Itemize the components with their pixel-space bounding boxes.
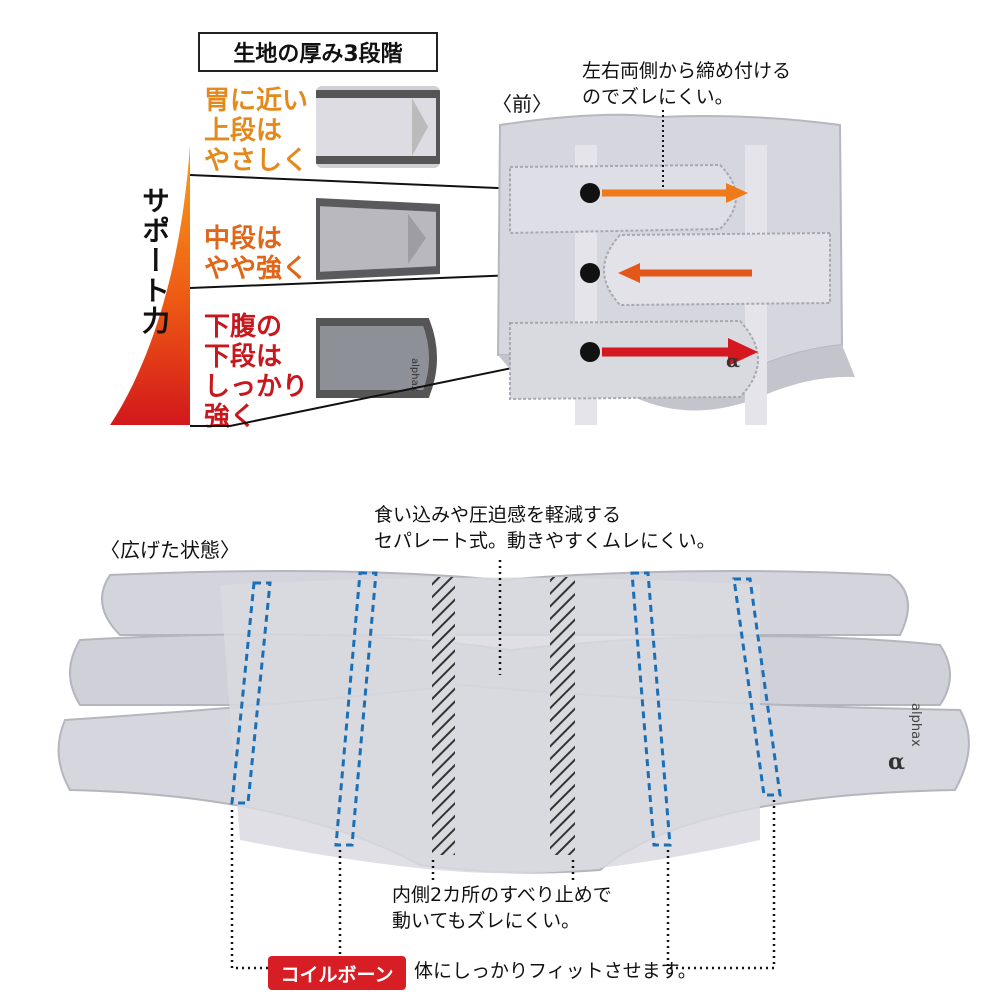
front-label: 〈前〉 xyxy=(492,92,552,116)
thickness-title: 生地の厚み3段階 xyxy=(198,32,438,72)
swatch-bottom: alphax xyxy=(316,312,440,404)
support-gradient xyxy=(110,145,190,425)
support-label: サポート力 xyxy=(138,186,171,336)
swatch-middle xyxy=(316,192,440,284)
coil-bone-note: 体にしっかりフィットさせます。 xyxy=(414,960,697,982)
spread-top-note: 食い込みや圧迫感を軽減する セパレート式。動きやすくムレにくい。 xyxy=(374,504,716,552)
svg-text:α: α xyxy=(888,749,905,775)
spread-belt-image: alphax α xyxy=(57,560,970,970)
swatch-top xyxy=(316,86,440,168)
tier-bottom-label: 下腹の 下段は しっかり 強く xyxy=(204,312,309,432)
tier-top-label: 胃に近い 上段は やさしく xyxy=(204,86,309,176)
coil-bone-badge: コイルボーン xyxy=(268,956,406,990)
front-belt-image: α xyxy=(496,110,855,425)
inner-anti-slip-note: 内側2カ所のすべり止めで 動いてもズレにくい。 xyxy=(392,884,612,932)
svg-text:alphax: alphax xyxy=(409,358,420,392)
spread-label: 〈広げた状態〉 xyxy=(100,538,240,562)
front-note: 左右両側から締め付ける のでズレにくい。 xyxy=(582,60,792,108)
spread-brand-text: alphax xyxy=(908,703,923,747)
tier-middle-label: 中段は やや強く xyxy=(204,224,309,284)
front-brand-mark: α xyxy=(726,351,740,372)
